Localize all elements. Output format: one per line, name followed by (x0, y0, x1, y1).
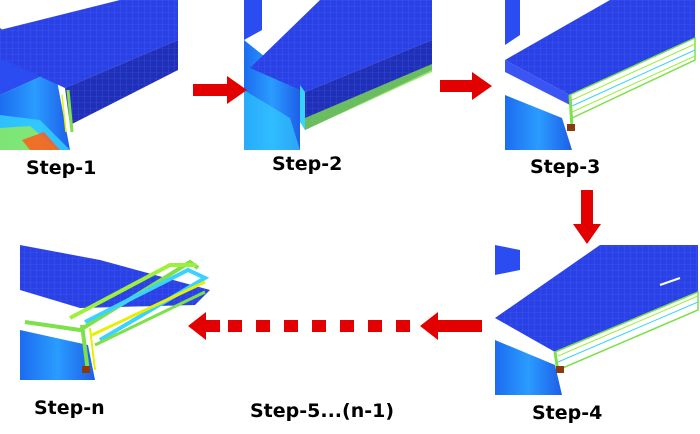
remaining-frame-stress-paths (24, 259, 210, 373)
step-n-label: Step-n (34, 397, 105, 419)
arrow-step4-to-stepn-dashed (188, 312, 482, 340)
step-2-label: Step-2 (272, 153, 342, 175)
arrow-step2-to-step3 (440, 72, 492, 100)
thin-wall-stress-band-step-3 (568, 36, 696, 129)
model-step-3 (505, 0, 696, 150)
step-3-label: Step-3 (530, 156, 600, 178)
step-5-to-n-minus-1-label: Step-5...(n-1) (250, 400, 394, 422)
model-step-1 (0, 0, 178, 150)
model-step-4 (495, 245, 699, 395)
model-step-2 (244, 0, 432, 150)
step-4-label: Step-4 (532, 402, 602, 424)
model-step-n (20, 245, 210, 380)
arrow-step3-to-step4 (573, 190, 601, 244)
arrow-step1-to-step2 (193, 76, 247, 104)
step-1-label: Step-1 (26, 157, 96, 179)
